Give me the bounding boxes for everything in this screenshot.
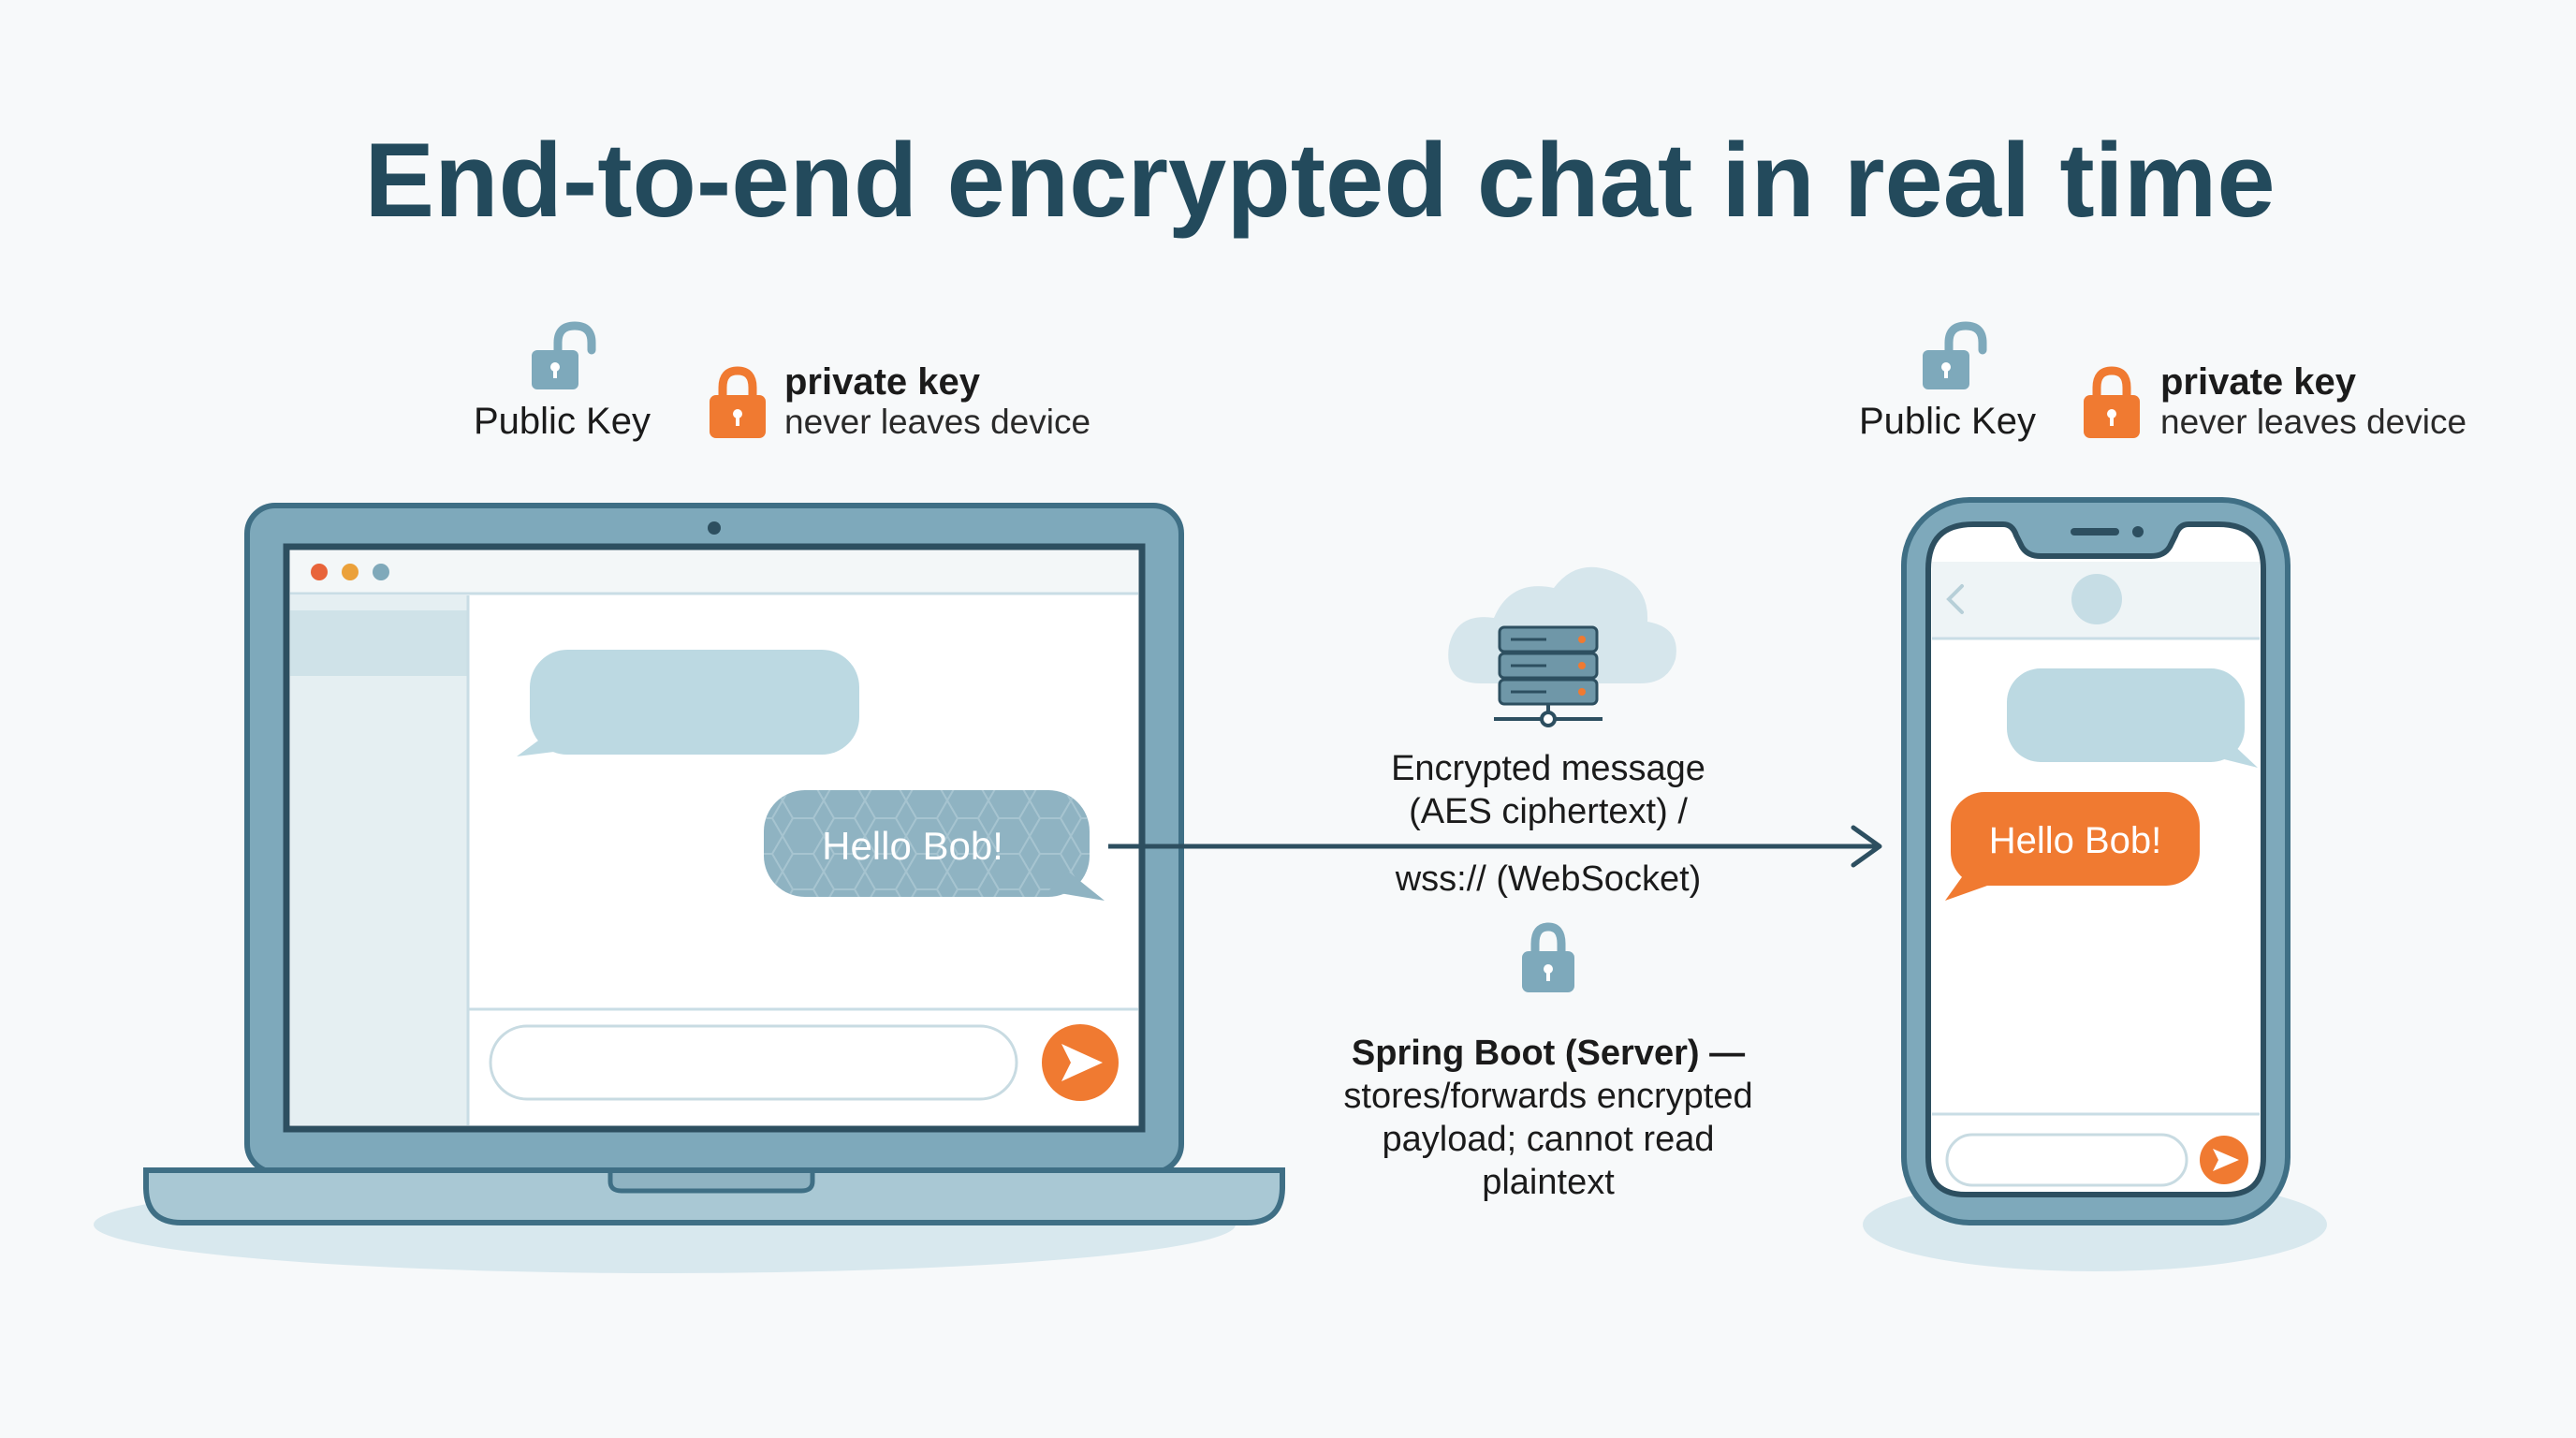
- transport-line-2: (AES ciphertext) /: [1409, 792, 1688, 831]
- encrypted-message-bubble: [764, 790, 1105, 901]
- laptop-hinge-notch: [607, 1173, 815, 1194]
- laptop: [94, 503, 1285, 1273]
- server-name: Spring Boot (Server) —: [1351, 1034, 1746, 1073]
- closed-padlock-icon: [2084, 366, 2140, 438]
- cloud-server-icon: [1448, 566, 1676, 727]
- back-chevron-icon[interactable]: [1946, 584, 1964, 614]
- server-desc-line-2: stores/forwards encrypted: [1343, 1077, 1753, 1116]
- contact-avatar[interactable]: [2071, 574, 2122, 624]
- window-minimize-dot[interactable]: [342, 564, 359, 580]
- laptop-send-button[interactable]: [1042, 1024, 1119, 1101]
- sidebar-item-active[interactable]: [290, 610, 468, 676]
- transport-label: Encrypted message (AES ciphertext) /: [1361, 747, 1735, 833]
- closed-padlock-icon: [710, 366, 766, 438]
- right-private-key-title: private key: [2160, 361, 2357, 403]
- send-arrow-icon: [1061, 1044, 1103, 1081]
- server-desc-line-3: payload; cannot read: [1382, 1120, 1715, 1159]
- incoming-message-bubble: [517, 650, 859, 756]
- left-private-key-title: private key: [784, 361, 981, 403]
- send-arrow-icon: [2213, 1149, 2239, 1171]
- app-title-bar: [290, 550, 1138, 594]
- open-padlock-icon: [532, 321, 596, 389]
- phone-send-button[interactable]: [2200, 1136, 2248, 1184]
- transport-protocol: wss:// (WebSocket): [1395, 859, 1702, 899]
- phone-message-input[interactable]: [1945, 1133, 2188, 1187]
- transport-line-1: Encrypted message: [1391, 749, 1705, 788]
- left-private-key-subtitle: never leaves device: [784, 403, 1091, 441]
- decrypted-message-text: Hello Bob!: [1989, 820, 2162, 861]
- phone-camera: [2132, 526, 2144, 537]
- window-maximize-dot[interactable]: [373, 564, 389, 580]
- decrypted-message-bubble: [1945, 792, 2200, 901]
- phone-speaker: [2071, 528, 2119, 536]
- server-description: Spring Boot (Server) — stores/forwards e…: [1314, 1032, 1782, 1204]
- transmission-arrow: [1108, 825, 1882, 868]
- server-desc-line-4: plaintext: [1482, 1163, 1615, 1202]
- left-public-key-label: Public Key: [474, 401, 651, 442]
- phone-incoming-bubble: [2007, 668, 2258, 768]
- open-padlock-icon: [1923, 321, 1987, 389]
- right-private-key-subtitle: never leaves device: [2160, 403, 2467, 441]
- laptop-camera: [708, 521, 721, 535]
- encrypted-message-text: Hello Bob!: [822, 824, 1003, 868]
- page-title: End-to-end encrypted chat in real time: [364, 122, 2276, 239]
- laptop-message-input[interactable]: [489, 1024, 1018, 1101]
- right-public-key-label: Public Key: [1859, 401, 2036, 442]
- window-close-dot[interactable]: [311, 564, 328, 580]
- chat-sidebar: [290, 595, 468, 1125]
- closed-padlock-icon: [1522, 922, 1574, 992]
- laptop-base: [143, 1167, 1285, 1225]
- phone: [1863, 497, 2327, 1271]
